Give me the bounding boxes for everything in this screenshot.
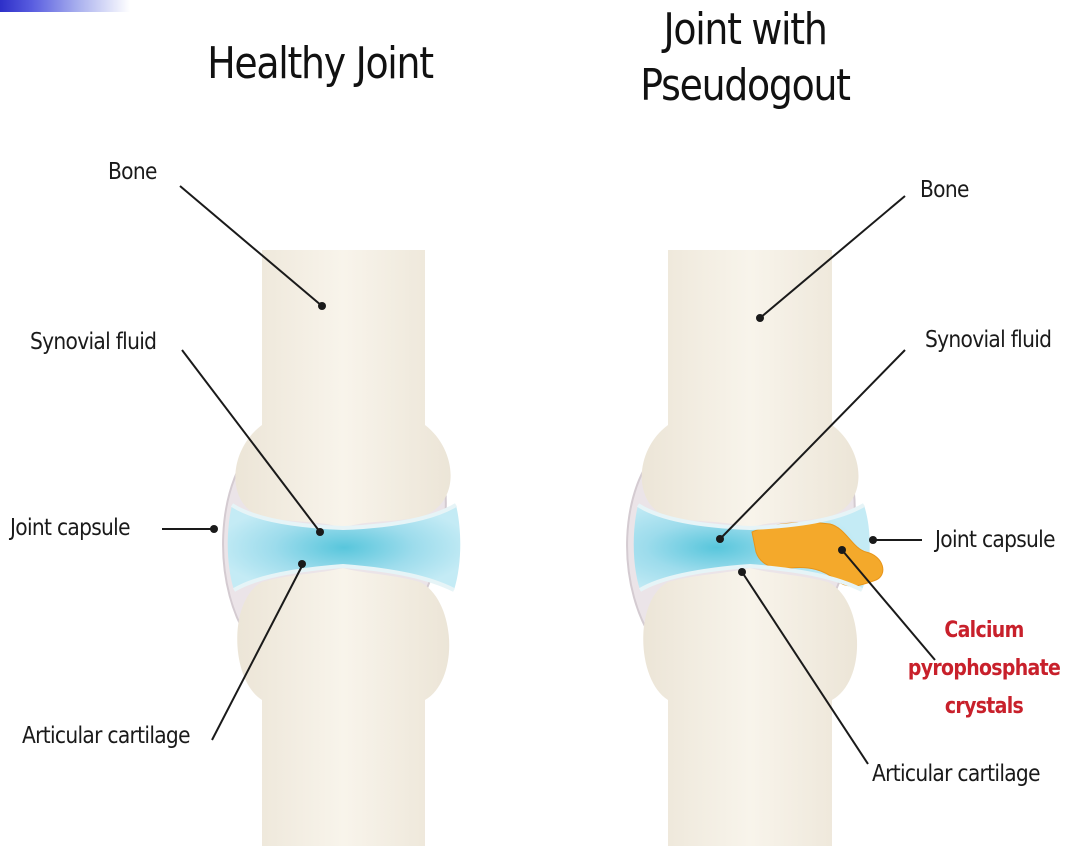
healthy-joint-capsule-label: Joint capsule — [10, 514, 130, 542]
pseudogout-capsule-dot — [869, 536, 877, 544]
pseudogout-lower-bone — [643, 568, 857, 846]
healthy-synovial-dot — [316, 528, 324, 536]
healthy-upper-bone — [235, 250, 450, 528]
pseudogout-synovial-fluid-label: Synovial fluid — [925, 326, 1051, 354]
pseudogout-articular-cartilage-label: Articular cartilage — [872, 760, 1040, 788]
pseudogout-bone-dot — [756, 314, 764, 322]
healthy-bone-dot — [318, 302, 326, 310]
pseudogout-synovial-dot — [716, 535, 724, 543]
pseudogout-bone-label: Bone — [920, 176, 969, 204]
pseudogout-title-line2: Pseudogout — [582, 58, 909, 114]
crystals-label-line3: crystals — [898, 688, 1070, 726]
healthy-lower-bone — [237, 568, 449, 846]
pseudogout-crystals-dot — [838, 546, 846, 554]
pseudogout-joint-title: Joint with Pseudogout — [582, 2, 909, 114]
crystals-label: Calcium pyrophosphate crystals — [898, 612, 1070, 726]
healthy-joint-title: Healthy Joint — [157, 36, 484, 92]
healthy-synovial-fluid-label: Synovial fluid — [30, 328, 156, 356]
healthy-joint — [223, 250, 460, 846]
pseudogout-joint-capsule-label: Joint capsule — [935, 526, 1055, 554]
healthy-bone-label: Bone — [108, 158, 157, 186]
healthy-articular-cartilage-label: Articular cartilage — [22, 722, 190, 750]
healthy-cartilage-dot — [298, 560, 306, 568]
crystals-label-line2: pyrophosphate — [898, 650, 1070, 688]
healthy-bone-leader — [180, 186, 322, 306]
healthy-capsule-dot — [210, 525, 218, 533]
pseudogout-cartilage-dot — [738, 568, 746, 576]
pseudogout-title-line1: Joint with — [582, 2, 909, 58]
crystals-label-line1: Calcium — [898, 612, 1070, 650]
pseudogout-upper-bone — [642, 250, 859, 528]
